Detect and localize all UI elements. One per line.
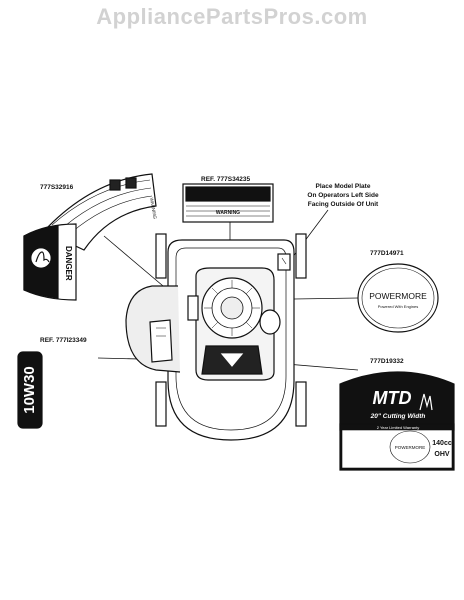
cutting-width-text: 20" Cutting Width [370, 413, 426, 420]
throttle-control [187, 295, 199, 321]
part-label-777i23349: REF. 777I23349 [40, 337, 87, 344]
discharge-chute [125, 285, 181, 373]
decal-top-warning-word: WARNING [216, 210, 240, 216]
engine [187, 267, 281, 381]
warning-pictogram-icon [125, 177, 137, 189]
oil-fill-cap [259, 309, 281, 335]
model-plate-note-line-3: Facing Outside Of Unit [307, 201, 379, 208]
model-plate-note: Place Model Plate On Operators Left Side… [268, 182, 418, 209]
model-plate-note-line-1: Place Model Plate [315, 183, 371, 190]
warning-decal-top: WARNING [182, 183, 274, 223]
decal-warning-word: WARNING [149, 197, 158, 220]
model-plate-location [277, 253, 291, 271]
front-left-wheel [155, 233, 167, 279]
mtd-powermore-text: POWERMORE [395, 445, 426, 450]
part-label-777d14971: 777D14971 [370, 250, 404, 257]
model-plate-note-line-2: On Operators Left Side [307, 192, 379, 199]
danger-word: DANGER [64, 246, 73, 281]
rear-right-wheel [295, 381, 307, 427]
warning-pictogram-icon [109, 179, 121, 191]
engine-cc-text: 140cc [432, 440, 452, 447]
powermore-brand-text: POWERMORE [369, 291, 427, 301]
powermore-tagline-text: Powered With Engines [378, 304, 418, 309]
rear-left-wheel [155, 381, 167, 427]
mtd-decal: MTD 20" Cutting Width 2 Year Limited War… [339, 371, 455, 471]
oil-grade-decal: 10W30 [17, 351, 43, 429]
watermark-text: AppliancePartsPros.com [96, 4, 368, 29]
warranty-text: 2 Year Limited Warranty [377, 425, 420, 430]
powermore-badge: POWERMORE Powered With Engines [357, 263, 439, 333]
part-label-777s34235: REF. 777S34235 [201, 176, 251, 183]
front-right-wheel [295, 233, 307, 279]
oil-grade-text: 10W30 [21, 366, 38, 414]
hand-hazard-icon [31, 248, 51, 268]
engine-type-text: OHV [434, 451, 450, 458]
part-label-777s32916: 777S32916 [40, 184, 74, 191]
danger-decal: DANGER [23, 223, 77, 301]
mtd-logo-text: MTD [373, 388, 412, 408]
part-label-777d19332: 777D19332 [370, 358, 404, 365]
grass-icon [419, 393, 433, 411]
